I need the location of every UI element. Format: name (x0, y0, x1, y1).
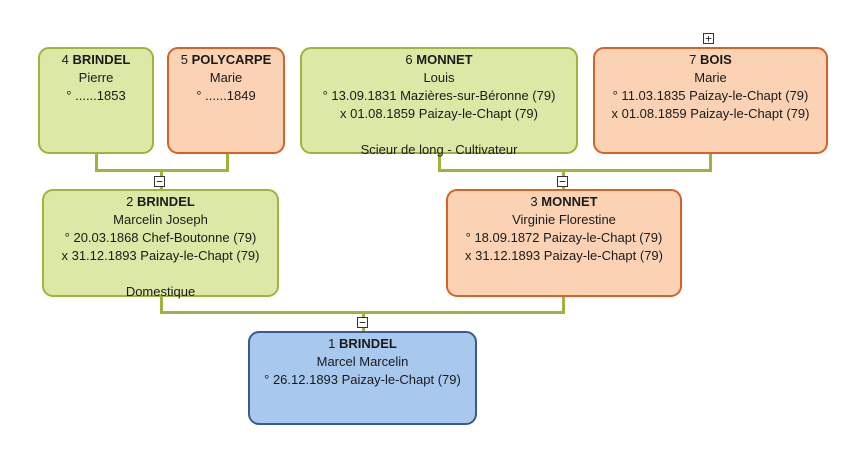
birth-info: ° 26.12.1893 Paizay-le-Chapt (79) (264, 372, 461, 387)
sosa-number: 6 (405, 52, 413, 67)
birth-info: ° 13.09.1831 Mazières-sur-Béronne (79) (322, 88, 556, 103)
person-heading: 3 MONNET (448, 193, 680, 211)
person-heading: 2 BRINDEL (44, 193, 277, 211)
connector-4-5-down (95, 152, 98, 172)
sosa-number: 7 (689, 52, 697, 67)
sosa-number: 5 (180, 52, 188, 67)
marriage-info: x 01.08.1859 Paizay-le-Chapt (79) (339, 106, 538, 121)
given-names: Louis (423, 70, 455, 85)
sosa-number: 4 (61, 52, 69, 67)
connector-5-down (226, 152, 229, 172)
occupation: Domestique (125, 284, 196, 299)
expand-toggle-7[interactable]: + (703, 33, 714, 44)
given-names: Virginie Florestine (512, 212, 616, 227)
sosa-number: 1 (328, 336, 336, 351)
birth-info: ° 18.09.1872 Paizay-le-Chapt (79) (465, 230, 663, 245)
surname: POLYCARPE (191, 52, 272, 67)
person-heading: 1 BRINDEL (250, 335, 475, 353)
person-card-6[interactable]: 6 MONNET Louis ° 13.09.1831 Mazières-sur… (300, 47, 578, 157)
collapse-toggle-3[interactable]: − (557, 176, 568, 187)
given-names: Marie (694, 70, 727, 85)
birth-info: ° 11.03.1835 Paizay-le-Chapt (79) (612, 88, 809, 103)
surname: MONNET (416, 52, 473, 67)
person-heading: 4 BRINDEL (40, 51, 152, 69)
person-card-7[interactable]: 7 BOIS Marie ° 11.03.1835 Paizay-le-Chap… (593, 47, 828, 154)
occupation: Scieur de long - Cultivateur (360, 142, 518, 157)
person-heading: 6 MONNET (302, 51, 576, 69)
person-card-2[interactable]: 2 BRINDEL Marcelin Joseph ° 20.03.1868 C… (42, 189, 279, 299)
collapse-toggle-1[interactable]: − (357, 317, 368, 328)
person-card-5[interactable]: 5 POLYCARPE Marie ° ......1849 (167, 47, 285, 154)
surname: BRINDEL (339, 336, 397, 351)
connector-3-down (562, 295, 565, 314)
surname: BOIS (700, 52, 732, 67)
given-names: Marie (209, 70, 243, 85)
surname: BRINDEL (72, 52, 131, 67)
sosa-number: 2 (126, 194, 134, 209)
sosa-number: 3 (530, 194, 538, 209)
collapse-toggle-2[interactable]: − (154, 176, 165, 187)
person-heading: 5 POLYCARPE (169, 51, 283, 69)
connector-7-down (709, 152, 712, 172)
connector-6-7-bar (438, 169, 712, 172)
connector-6-down (438, 152, 441, 172)
marriage-info: x 31.12.1893 Paizay-le-Chapt (79) (61, 248, 260, 263)
given-names: Pierre (78, 70, 114, 85)
birth-info: ° ......1849 (196, 88, 256, 103)
given-names: Marcel Marcelin (316, 354, 409, 369)
connector-2-down (160, 295, 163, 314)
marriage-info: x 01.08.1859 Paizay-le-Chapt (79) (611, 106, 810, 121)
person-card-1[interactable]: 1 BRINDEL Marcel Marcelin ° 26.12.1893 P… (248, 331, 477, 425)
person-card-4[interactable]: 4 BRINDEL Pierre ° ......1853 (38, 47, 154, 154)
given-names: Marcelin Joseph (113, 212, 208, 227)
spacer (302, 123, 576, 141)
person-card-3[interactable]: 3 MONNET Virginie Florestine ° 18.09.187… (446, 189, 682, 297)
person-heading: 7 BOIS (595, 51, 826, 69)
surname: BRINDEL (137, 194, 195, 209)
birth-info: ° 20.03.1868 Chef-Boutonne (79) (64, 230, 257, 245)
surname: MONNET (541, 194, 598, 209)
spacer (44, 265, 277, 283)
marriage-info: x 31.12.1893 Paizay-le-Chapt (79) (464, 248, 663, 263)
birth-info: ° ......1853 (66, 88, 126, 103)
